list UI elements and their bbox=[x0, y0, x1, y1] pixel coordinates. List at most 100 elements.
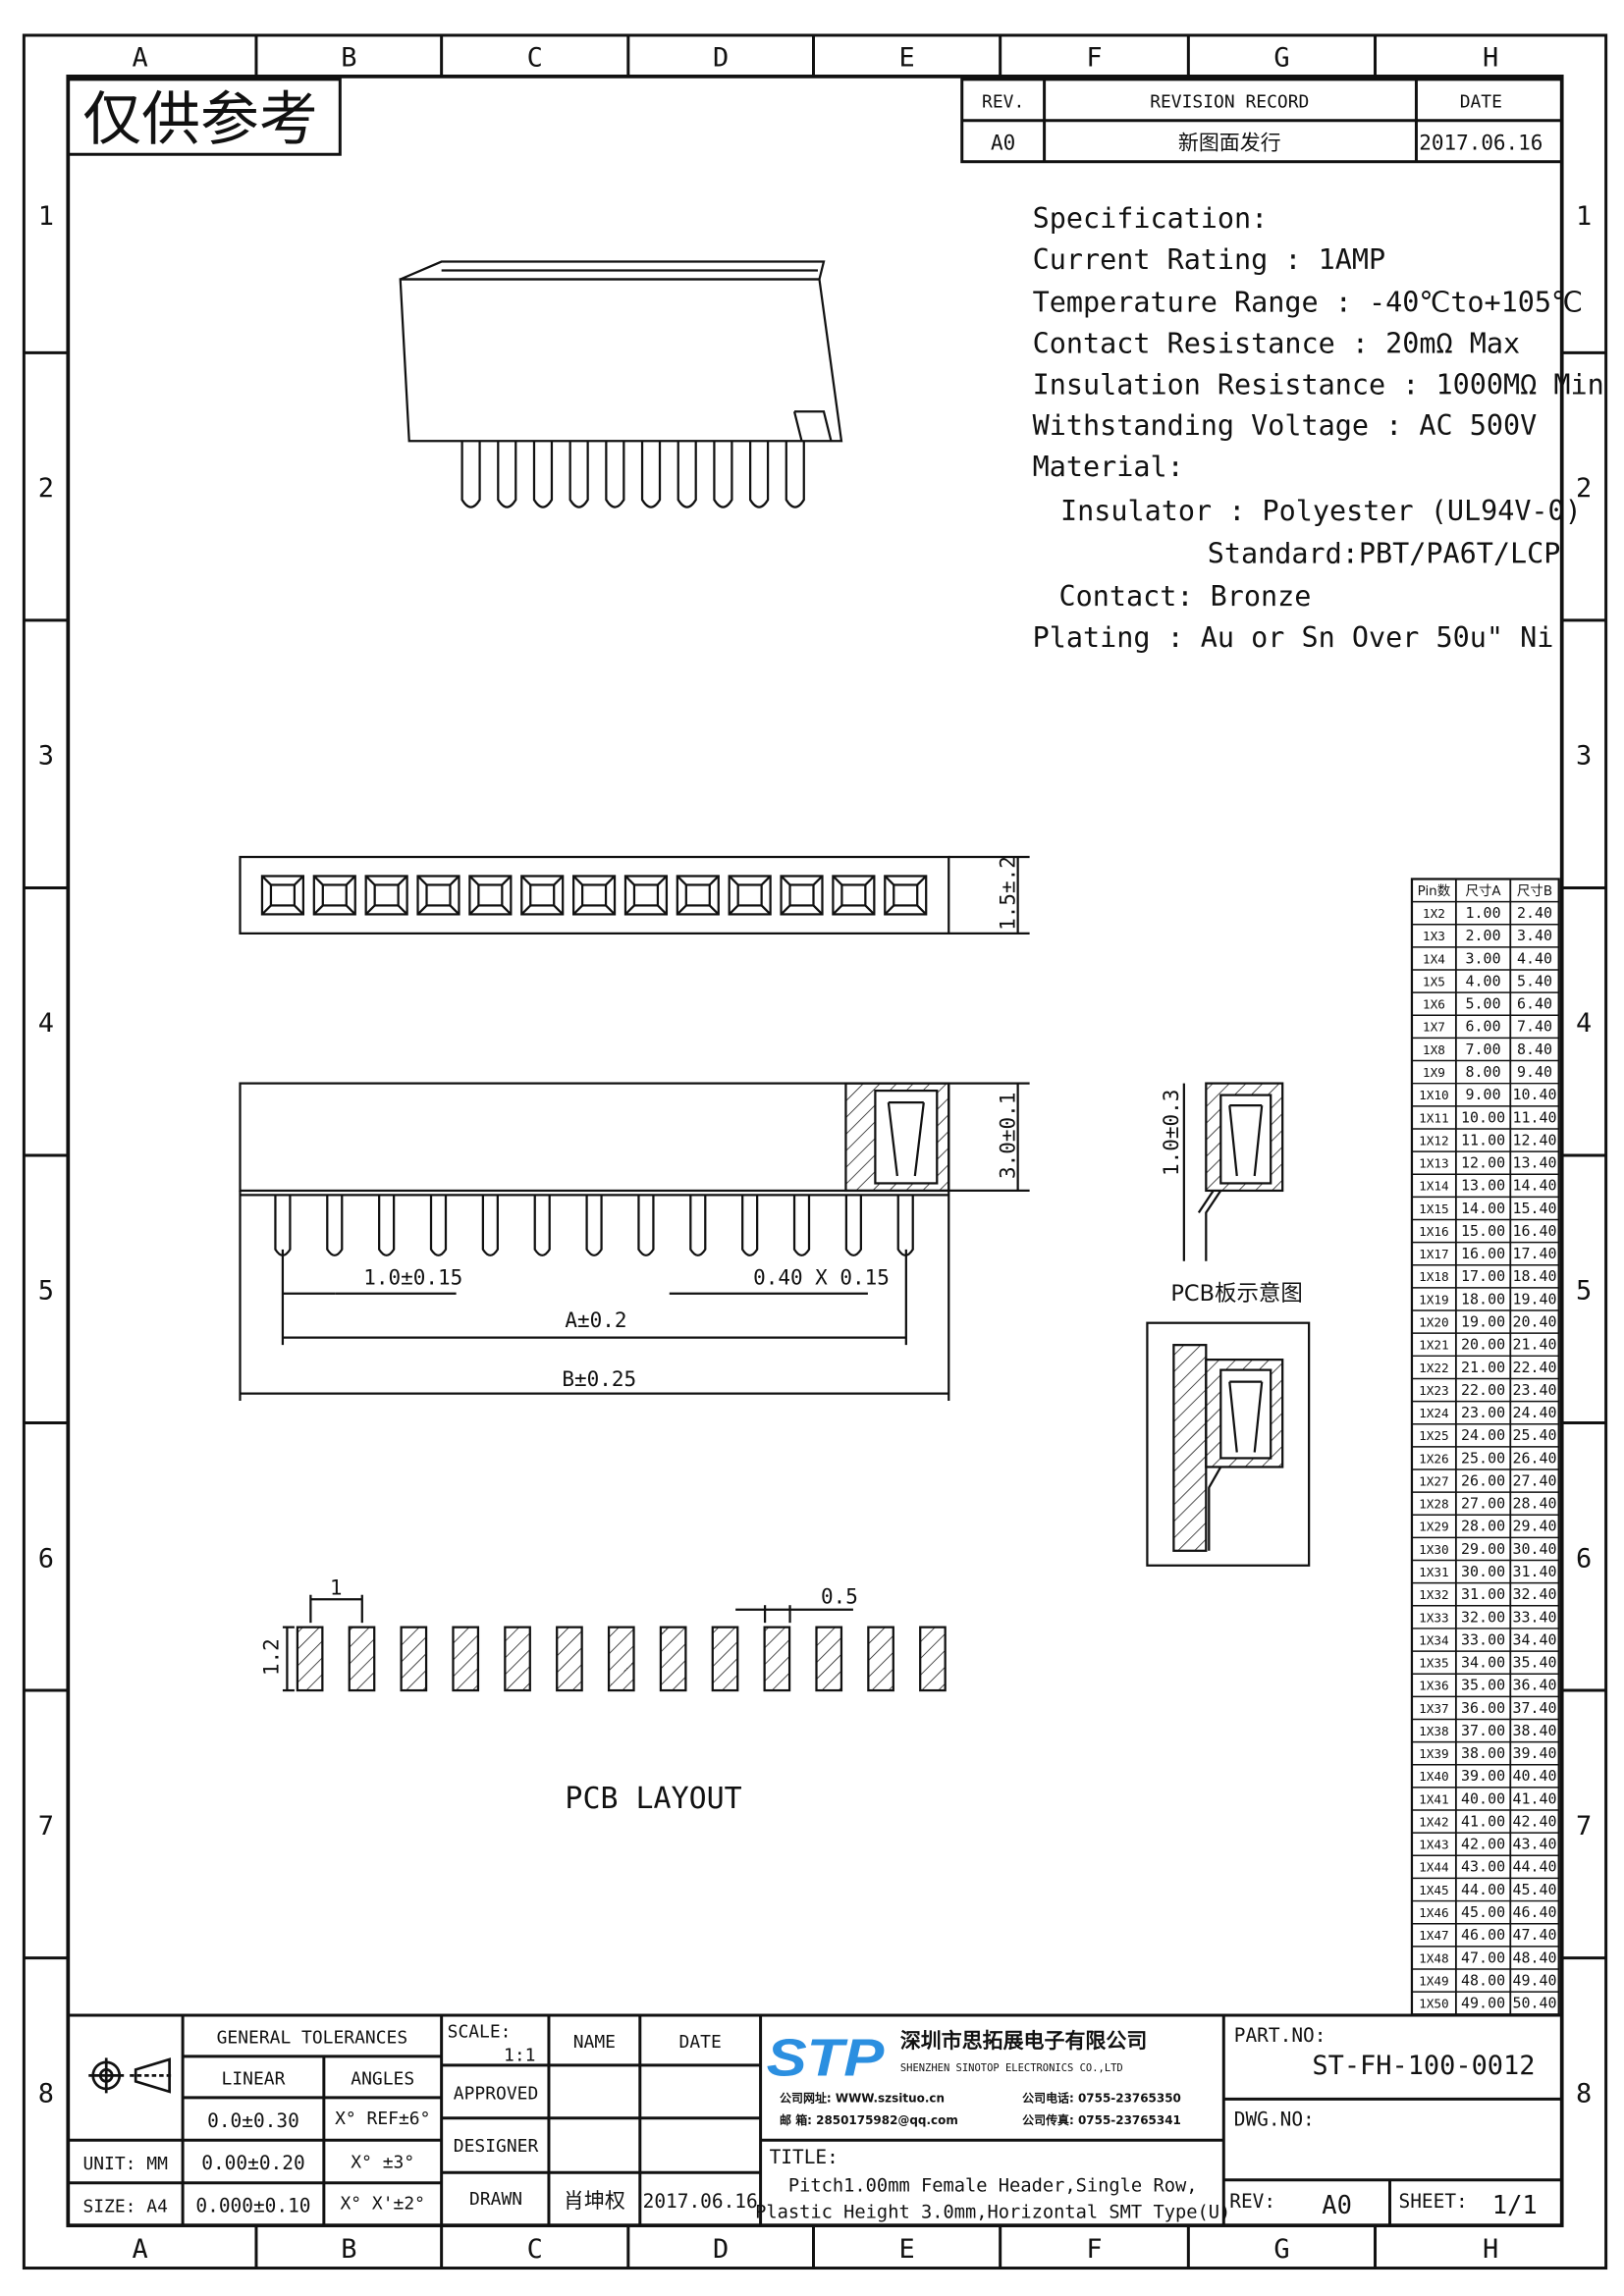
dim-detail: 1.0±0.3 bbox=[1160, 1090, 1183, 1176]
dim-pitch: 1.0±0.15 bbox=[363, 1266, 462, 1290]
table-cell: 1X36 bbox=[1419, 1679, 1449, 1693]
table-cell: 50.40 bbox=[1512, 1995, 1556, 2012]
name-header: NAME bbox=[573, 2032, 616, 2053]
sheet-label: SHEET: bbox=[1398, 2190, 1467, 2213]
linear-tol-3: 0.000±0.10 bbox=[195, 2195, 310, 2217]
contact-cell bbox=[780, 875, 824, 916]
size-label: SIZE: A4 bbox=[82, 2197, 167, 2217]
spec-line: Temperature Range : -40℃to+105℃ bbox=[1033, 286, 1583, 318]
table-cell: 11.40 bbox=[1512, 1108, 1556, 1126]
table-cell: 1X35 bbox=[1419, 1656, 1449, 1671]
table-cell: 1X9 bbox=[1423, 1065, 1445, 1080]
pcb-pad bbox=[659, 1626, 687, 1692]
table-cell: 30.00 bbox=[1461, 1563, 1505, 1580]
table-cell: 1X37 bbox=[1419, 1701, 1449, 1716]
table-cell: 1X14 bbox=[1419, 1179, 1449, 1194]
table-cell: 1X2 bbox=[1423, 906, 1445, 921]
pin-side bbox=[896, 1195, 914, 1256]
table-cell: 30.40 bbox=[1512, 1540, 1556, 1558]
table-cell: 43.00 bbox=[1461, 1858, 1505, 1876]
table-cell: 1X12 bbox=[1419, 1133, 1449, 1148]
table-cell: 1X28 bbox=[1419, 1497, 1449, 1512]
angle-tol-3: X° X'±2° bbox=[341, 2194, 425, 2215]
table-cell: 1X32 bbox=[1419, 1587, 1449, 1602]
table-cell: 5.40 bbox=[1517, 972, 1552, 989]
company-phone: 公司电话: 0755-23765350 bbox=[1022, 2090, 1181, 2105]
column-label: C bbox=[527, 2234, 543, 2265]
table-cell: 1X34 bbox=[1419, 1632, 1449, 1647]
top-view bbox=[239, 855, 1030, 934]
table-cell: 12.00 bbox=[1461, 1154, 1505, 1172]
drawn-date: 2017.06.16 bbox=[643, 2190, 758, 2213]
column-label: F bbox=[1086, 42, 1102, 73]
table-cell: 19.00 bbox=[1461, 1313, 1505, 1331]
scale-value: 1:1 bbox=[504, 2045, 535, 2065]
dim-height: 3.0±0.1 bbox=[997, 1093, 1020, 1179]
row-label: 8 bbox=[38, 2078, 54, 2109]
table-cell: 26.40 bbox=[1512, 1449, 1556, 1467]
table-cell: 1X38 bbox=[1419, 1724, 1449, 1738]
table-cell: 20.40 bbox=[1512, 1313, 1556, 1331]
pin-3d bbox=[640, 441, 662, 508]
title-line-1: Pitch1.00mm Female Header,Single Row, bbox=[788, 2176, 1198, 2197]
table-cell: 8.40 bbox=[1517, 1041, 1552, 1058]
table-cell: 1X19 bbox=[1419, 1292, 1449, 1307]
projection-symbol-icon bbox=[88, 2057, 175, 2094]
part-no-label: PART.NO: bbox=[1234, 2024, 1326, 2047]
table-cell: 24.40 bbox=[1512, 1404, 1556, 1421]
title-block-lines bbox=[68, 2013, 1562, 2226]
spec-line: Insulator : Polyester (UL94V-0) bbox=[1060, 495, 1582, 527]
table-cell: 12.40 bbox=[1512, 1131, 1556, 1148]
pin-side bbox=[844, 1195, 862, 1256]
table-cell: 1X29 bbox=[1419, 1520, 1449, 1534]
pcb-view-label: PCB板示意图 bbox=[1170, 1281, 1302, 1307]
pin-side bbox=[637, 1195, 655, 1256]
table-cell: 18.40 bbox=[1512, 1267, 1556, 1285]
table-cell: 4.40 bbox=[1517, 949, 1552, 967]
spec-line: Standard:PBT/PA6T/LCP bbox=[1208, 538, 1561, 570]
table-cell: 1X5 bbox=[1423, 974, 1445, 988]
unit-label: UNIT: MM bbox=[82, 2154, 168, 2174]
table-cell: 1X44 bbox=[1419, 1860, 1449, 1875]
watermark-text: 仅供参考 bbox=[82, 85, 318, 154]
revision-block bbox=[960, 78, 1564, 164]
table-header: 尺寸A bbox=[1466, 883, 1502, 899]
column-label: G bbox=[1273, 42, 1289, 73]
table-cell: 1X25 bbox=[1419, 1428, 1449, 1443]
row-label: 3 bbox=[1576, 741, 1592, 772]
table-cell: 22.40 bbox=[1512, 1359, 1556, 1376]
table-cell: 40.00 bbox=[1461, 1789, 1505, 1807]
company-logo: STP bbox=[767, 2028, 886, 2087]
part-no-value: ST-FH-100-0012 bbox=[1312, 2051, 1535, 2081]
table-cell: 1X10 bbox=[1419, 1088, 1449, 1102]
row-label: 2 bbox=[1576, 473, 1592, 504]
table-cell: 1X21 bbox=[1419, 1338, 1449, 1353]
pcb-pad bbox=[815, 1626, 843, 1692]
table-cell: 1X11 bbox=[1419, 1110, 1449, 1125]
table-cell: 27.40 bbox=[1512, 1471, 1556, 1489]
rev-header: REV. bbox=[982, 91, 1024, 112]
pcb-pad bbox=[919, 1626, 947, 1692]
contact-cell bbox=[520, 875, 565, 916]
pcb-pad bbox=[763, 1626, 791, 1692]
designer-label: DESIGNER bbox=[454, 2136, 539, 2157]
table-cell: 1X30 bbox=[1419, 1542, 1449, 1557]
table-cell: 31.40 bbox=[1512, 1563, 1556, 1580]
pin-3d bbox=[460, 441, 481, 508]
table-cell: 1X24 bbox=[1419, 1406, 1449, 1420]
table-cell: 36.00 bbox=[1461, 1699, 1505, 1717]
pin-3d bbox=[568, 441, 589, 508]
table-cell: 23.00 bbox=[1461, 1404, 1505, 1421]
table-cell: 1X43 bbox=[1419, 1838, 1449, 1852]
rev-label: REV: bbox=[1229, 2190, 1275, 2213]
table-cell: 1X49 bbox=[1419, 1973, 1449, 1988]
pcb-pad bbox=[452, 1626, 480, 1692]
table-cell: 1X41 bbox=[1419, 1791, 1449, 1806]
column-label: G bbox=[1273, 2234, 1289, 2265]
table-cell: 29.40 bbox=[1512, 1518, 1556, 1535]
row-label: 7 bbox=[1576, 1811, 1592, 1842]
table-cell: 37.00 bbox=[1461, 1722, 1505, 1739]
spec-line: Current Rating : 1AMP bbox=[1033, 243, 1386, 276]
